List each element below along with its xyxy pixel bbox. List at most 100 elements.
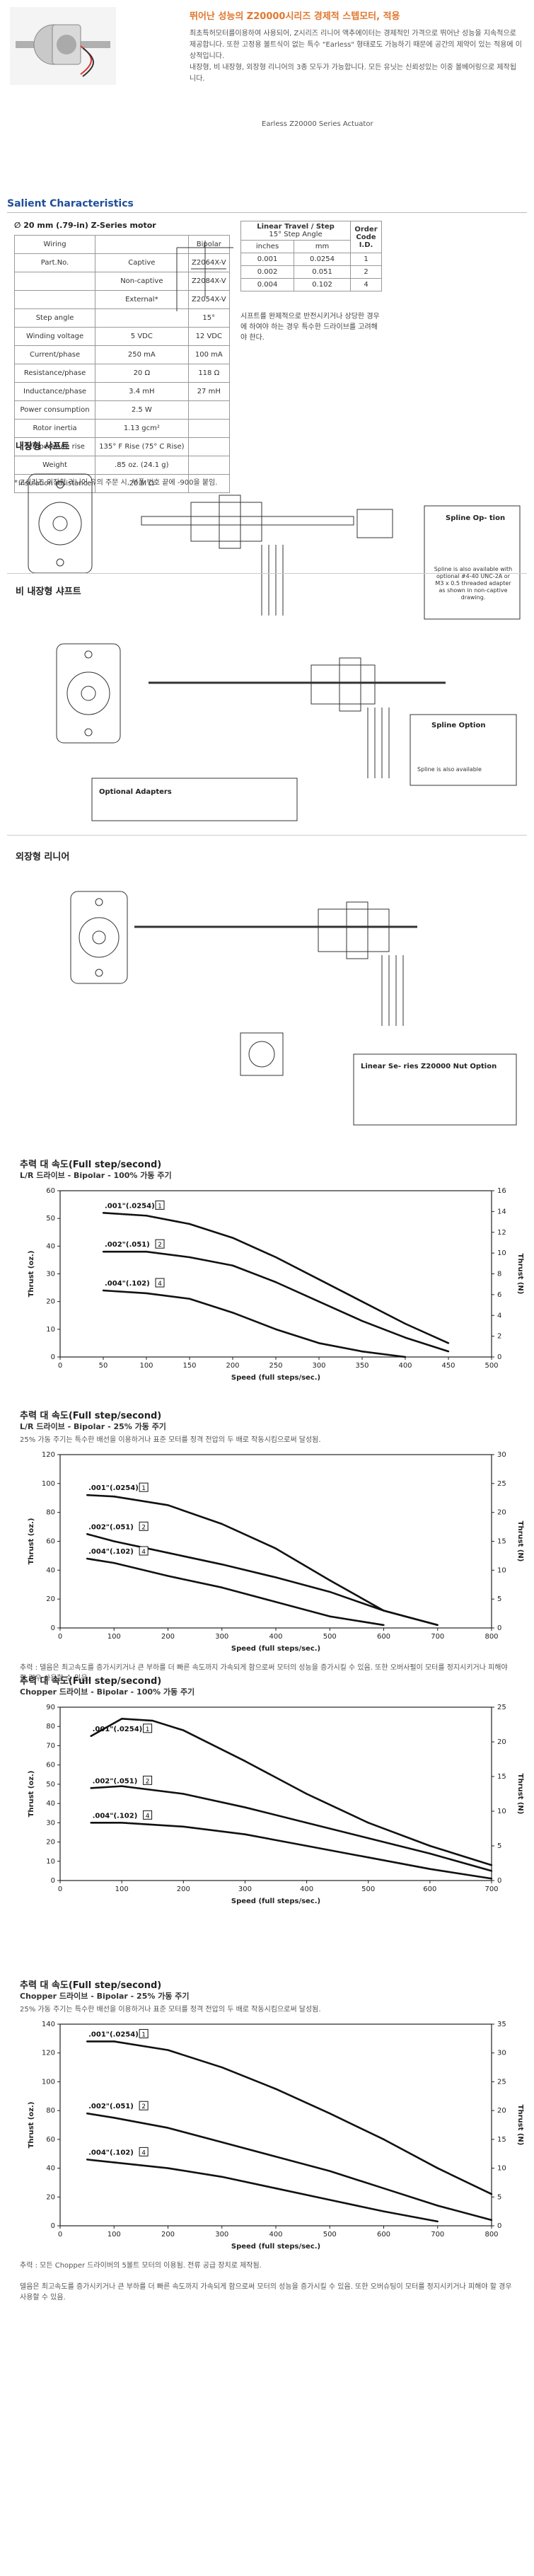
data-point (490, 1878, 493, 1880)
adapter-box (91, 778, 298, 821)
data-point (306, 1844, 308, 1847)
spec-cell (187, 474, 231, 493)
spline-box-2 (410, 714, 517, 786)
x-axis-label: Speed (full steps/sec.) (231, 1374, 320, 1382)
series-line (86, 1533, 439, 1627)
spec-cell (13, 290, 96, 309)
y2-axis-label: Thrust (N) (516, 1254, 524, 1295)
series-code: 1 (141, 2031, 146, 2038)
data-point (145, 1250, 148, 1253)
series-label: .002"(.051) (93, 1777, 138, 1785)
intro-paragraph: 최초특허모터를이용하여 사용되어, Z시리즈 리니어 액추에이터는 경제적인 가… (190, 30, 522, 60)
data-point (367, 1822, 369, 1824)
spec-cell: 15° (187, 308, 231, 328)
y-tick-label: 20 (46, 2193, 55, 2201)
series-line (91, 1822, 492, 1880)
y2-tick-label: 25 (497, 1480, 506, 1488)
series-label: .004"(.102) (88, 1548, 134, 1556)
plot-frame (59, 2023, 492, 2226)
nut-box (353, 1053, 517, 1126)
data-point (113, 2040, 115, 2043)
spec-cell: Captive (95, 253, 189, 272)
spec-cell: Part.No. (13, 253, 96, 272)
data-point (221, 1563, 223, 1566)
y2-tick-label: 0 (497, 1877, 501, 1885)
y2-tick-label: 8 (497, 1271, 501, 1278)
captive-side-view (176, 241, 233, 311)
x-tick-label: 0 (58, 2231, 62, 2239)
data-point (306, 1822, 308, 1824)
y-tick-label: 100 (42, 1480, 55, 1488)
spec-cell (187, 419, 231, 438)
y-tick-label: 140 (42, 2021, 55, 2028)
y-tick-label: 50 (46, 1781, 55, 1789)
spec-cell: 27 mH (187, 382, 231, 401)
y-tick-label: 30 (46, 1271, 55, 1278)
x-axis-label: Speed (full steps/sec.) (231, 1898, 320, 1905)
data-point (167, 1552, 169, 1554)
x-tick-label: 100 (108, 1633, 121, 1641)
data-point (318, 1342, 320, 1344)
spec-note: * Z시리즈 외장형 리니어 유의 주문 시, 부품 번호 끝에 -900을 붙… (14, 479, 218, 487)
y-tick-label: 40 (46, 1242, 55, 1250)
plot-frame (59, 1190, 492, 1358)
data-point (429, 1868, 431, 1870)
data-point (383, 1624, 385, 1627)
y2-tick-label: 4 (497, 1312, 501, 1319)
chart-title: 추력 대 속도(Full step/second) (20, 1980, 162, 1991)
series-code-box (139, 2101, 149, 2110)
data-point (167, 2049, 169, 2051)
data-point (113, 1540, 115, 1542)
x-tick-label: 300 (238, 1885, 252, 1893)
y2-tick-label: 30 (497, 2050, 506, 2057)
series-line (86, 2159, 438, 2223)
y-tick-label: 0 (51, 1353, 55, 1361)
intro-text: 최초특허모터를이용하여 사용되어, Z시리즈 리니어 액추에이터는 경제적인 가… (190, 28, 522, 85)
data-point (244, 1833, 246, 1835)
x-tick-label: 200 (177, 1885, 190, 1893)
series-label: .004"(.102) (93, 1812, 138, 1820)
x-tick-label: 600 (423, 1885, 436, 1893)
data-point (145, 1292, 148, 1295)
y2-tick-label: 10 (497, 2165, 506, 2173)
data-point (274, 1601, 277, 1603)
series-label: .001"(.0254) (88, 2031, 139, 2038)
data-point (274, 1256, 277, 1259)
x-tick-label: 200 (161, 2231, 175, 2239)
x-tick-label: 450 (441, 1362, 455, 1370)
spec-cell: Inductance/phase (13, 382, 96, 401)
y-axis-label: Thrust (oz.) (28, 1771, 35, 1818)
series-code: 2 (146, 1778, 150, 1785)
y2-tick-label: 25 (497, 1704, 506, 1711)
series-label: .002"(.051) (88, 1523, 134, 1531)
data-point (120, 1718, 123, 1720)
spline-note: Spline is also available with optional #… (434, 566, 513, 601)
y2-tick-label: 20 (497, 2107, 506, 2115)
spec-cell: 20 M Ω (95, 474, 189, 493)
data-point (182, 1793, 185, 1795)
y-tick-label: 90 (46, 1704, 55, 1711)
lt-subtitle: 15° Step Angle (269, 231, 323, 238)
chart-footnote: 추력 : 델음은 최고속도를 증가시키거나 큰 부하를 더 빠른 속도까지 가속… (20, 1664, 508, 1682)
y-tick-label: 0 (51, 1624, 55, 1632)
y-tick-label: 40 (46, 2165, 55, 2173)
spec-cell: External* (95, 290, 189, 309)
data-point (306, 1793, 308, 1795)
data-point (188, 1223, 191, 1225)
data-point (102, 1212, 105, 1214)
data-point (90, 1735, 92, 1738)
y-tick-label: 40 (46, 1800, 55, 1808)
series-code-box (155, 1278, 165, 1288)
linear-travel-note: 시프트를 완제적으로 반전시키거나 상당한 경우에 하여야 하는 경우 특수한 … (240, 313, 380, 342)
data-point (383, 1610, 385, 1612)
y-tick-label: 120 (42, 1451, 55, 1459)
data-point (221, 1586, 223, 1589)
spec-cell: 118 Ω (187, 364, 231, 383)
y-tick-label: 80 (46, 2107, 55, 2115)
data-point (221, 2176, 223, 2178)
spec-row: Weight.85 oz. (24.1 g) (13, 456, 231, 475)
